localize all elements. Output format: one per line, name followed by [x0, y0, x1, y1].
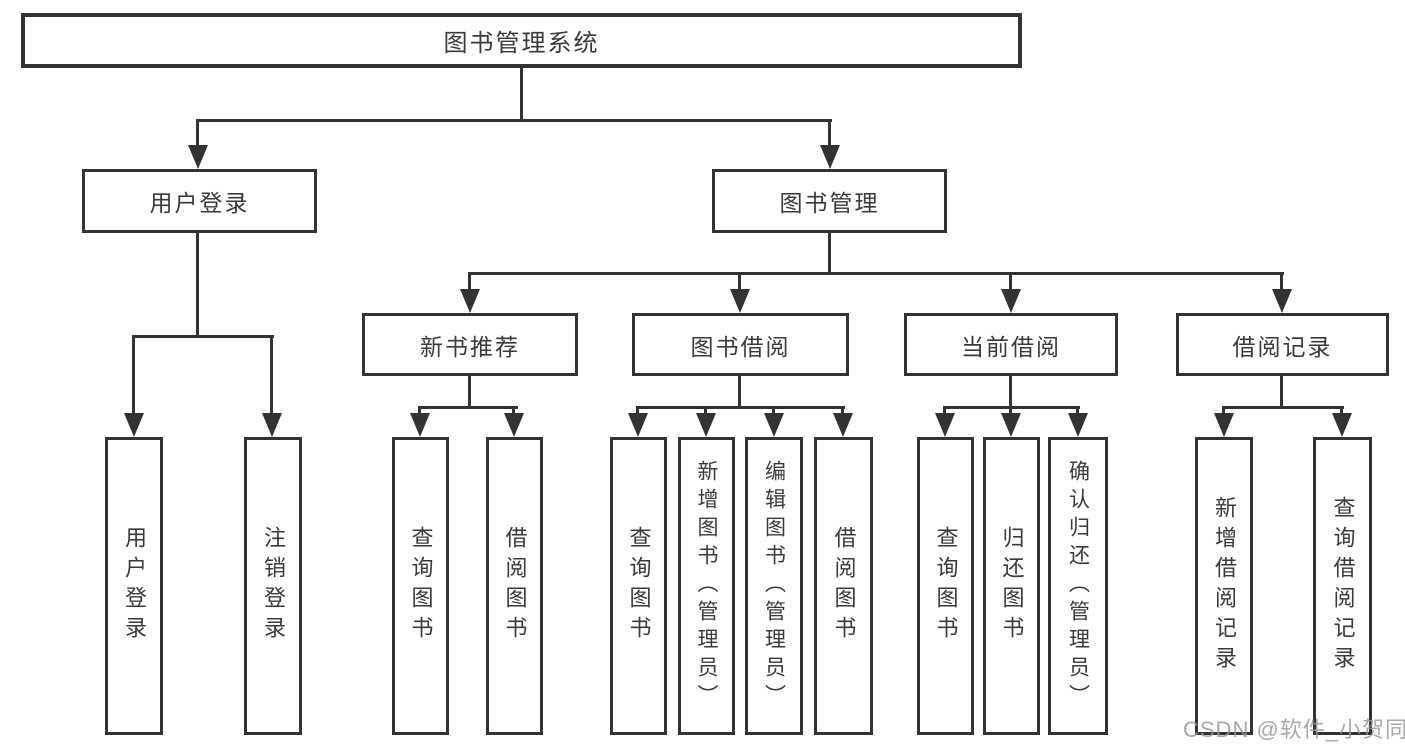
- arrowhead-down-icon: [1214, 413, 1234, 437]
- leaf-current-query-books: 查询图书: [917, 437, 974, 735]
- leaf-label: 查询图书: [408, 526, 434, 646]
- connector-vline: [418, 406, 421, 415]
- leaf-label: 查询图书: [626, 526, 652, 646]
- leaf-label: 新增借阅记录: [1212, 496, 1237, 676]
- node-label: 当前借阅: [961, 333, 1061, 360]
- connector-hline: [636, 406, 845, 409]
- arrowhead-down-icon: [410, 413, 430, 437]
- leaf-label: 借阅图书: [831, 526, 857, 646]
- arrowhead-down-icon: [504, 413, 524, 437]
- node-library-management-system: 图书管理系统: [21, 13, 1022, 68]
- arrowhead-down-icon: [935, 413, 955, 437]
- arrowhead-down-icon: [1001, 289, 1021, 313]
- connector-hline: [418, 406, 518, 409]
- connector-vline: [841, 406, 844, 415]
- arrowhead-down-icon: [1272, 289, 1292, 313]
- arrowhead-down-icon: [696, 413, 716, 437]
- connector-vline: [828, 119, 831, 149]
- connector-vline: [1009, 376, 1012, 408]
- leaf-add-borrow-record: 新增借阅记录: [1195, 437, 1253, 735]
- node-label: 图书管理系统: [443, 30, 600, 57]
- node-book-management: 图书管理: [712, 169, 947, 233]
- connector-vline: [520, 68, 523, 120]
- connector-vline: [828, 233, 831, 274]
- node-label: 借阅记录: [1232, 333, 1333, 360]
- connector-vline: [1076, 406, 1079, 415]
- connector-vline: [1222, 406, 1225, 415]
- node-label: 图书借阅: [690, 333, 791, 360]
- connector-vline: [132, 335, 135, 415]
- connector-vline: [196, 233, 199, 338]
- connector-vline: [196, 119, 199, 149]
- connector-vline: [636, 406, 639, 415]
- connector-hline: [468, 272, 1284, 275]
- connector-hline: [1222, 406, 1344, 409]
- arrowhead-down-icon: [1332, 413, 1352, 437]
- arrowhead-down-icon: [764, 413, 784, 437]
- arrowhead-down-icon: [460, 289, 480, 313]
- leaf-query-borrow-record: 查询借阅记录: [1313, 437, 1372, 735]
- connector-vline: [738, 376, 741, 408]
- leaf-label: 借阅图书: [502, 526, 528, 646]
- connector-vline: [1009, 406, 1012, 415]
- arrowhead-down-icon: [124, 413, 144, 437]
- arrowhead-down-icon: [1068, 413, 1088, 437]
- leaf-add-books-admin: 新增图书（管理员）: [678, 437, 735, 735]
- connector-vline: [943, 406, 946, 415]
- connector-hline: [196, 119, 832, 122]
- connector-vline: [738, 272, 741, 291]
- leaf-recommend-query-books: 查询图书: [392, 437, 449, 735]
- node-new-book-recommend: 新书推荐: [362, 313, 578, 376]
- connector-vline: [1340, 406, 1343, 415]
- leaf-label: 编辑图书（管理员）: [762, 460, 786, 712]
- leaf-label: 查询图书: [933, 526, 959, 646]
- arrowhead-down-icon: [188, 145, 208, 169]
- node-borrow-records: 借阅记录: [1176, 313, 1389, 376]
- connector-vline: [1009, 272, 1012, 291]
- node-user-login: 用户登录: [82, 169, 317, 233]
- node-current-borrowing: 当前借阅: [904, 313, 1118, 376]
- arrowhead-down-icon: [820, 145, 840, 169]
- connector-vline: [468, 376, 471, 408]
- leaf-borrow-query-books: 查询图书: [610, 437, 667, 735]
- arrowhead-down-icon: [730, 289, 750, 313]
- leaf-recommend-borrow-books: 借阅图书: [486, 437, 543, 735]
- arrowhead-down-icon: [1001, 413, 1021, 437]
- connector-vline: [772, 406, 775, 415]
- arrowhead-down-icon: [628, 413, 648, 437]
- node-label: 图书管理: [779, 190, 880, 216]
- connector-vline: [468, 272, 471, 291]
- leaf-confirm-return-admin: 确认归还（管理员）: [1048, 437, 1108, 735]
- leaf-label: 新增图书（管理员）: [695, 460, 718, 712]
- leaf-label: 注销登录: [261, 526, 286, 646]
- node-book-borrowing: 图书借阅: [632, 313, 849, 376]
- leaf-user-login: 用户登录: [105, 437, 163, 735]
- node-label: 新书推荐: [420, 333, 520, 360]
- leaf-label: 确认归还（管理员）: [1066, 460, 1090, 712]
- leaf-label: 查询借阅记录: [1330, 496, 1356, 676]
- arrowhead-down-icon: [833, 413, 853, 437]
- leaf-label: 归还图书: [999, 526, 1025, 646]
- connector-vline: [1280, 376, 1283, 408]
- leaf-borrow-borrow-books: 借阅图书: [814, 437, 873, 735]
- node-label: 用户登录: [149, 190, 250, 216]
- leaf-return-books: 归还图书: [983, 437, 1040, 735]
- connector-vline: [704, 406, 707, 415]
- arrowhead-down-icon: [262, 413, 282, 437]
- leaf-label: 用户登录: [122, 526, 147, 646]
- connector-vline: [270, 335, 273, 415]
- connector-hline: [132, 335, 274, 338]
- watermark: CSDN @软件_小贺同学: [1183, 717, 1405, 742]
- leaf-logout: 注销登录: [244, 437, 302, 735]
- connector-vline: [512, 406, 515, 415]
- leaf-edit-books-admin: 编辑图书（管理员）: [745, 437, 803, 735]
- connector-vline: [1280, 272, 1283, 291]
